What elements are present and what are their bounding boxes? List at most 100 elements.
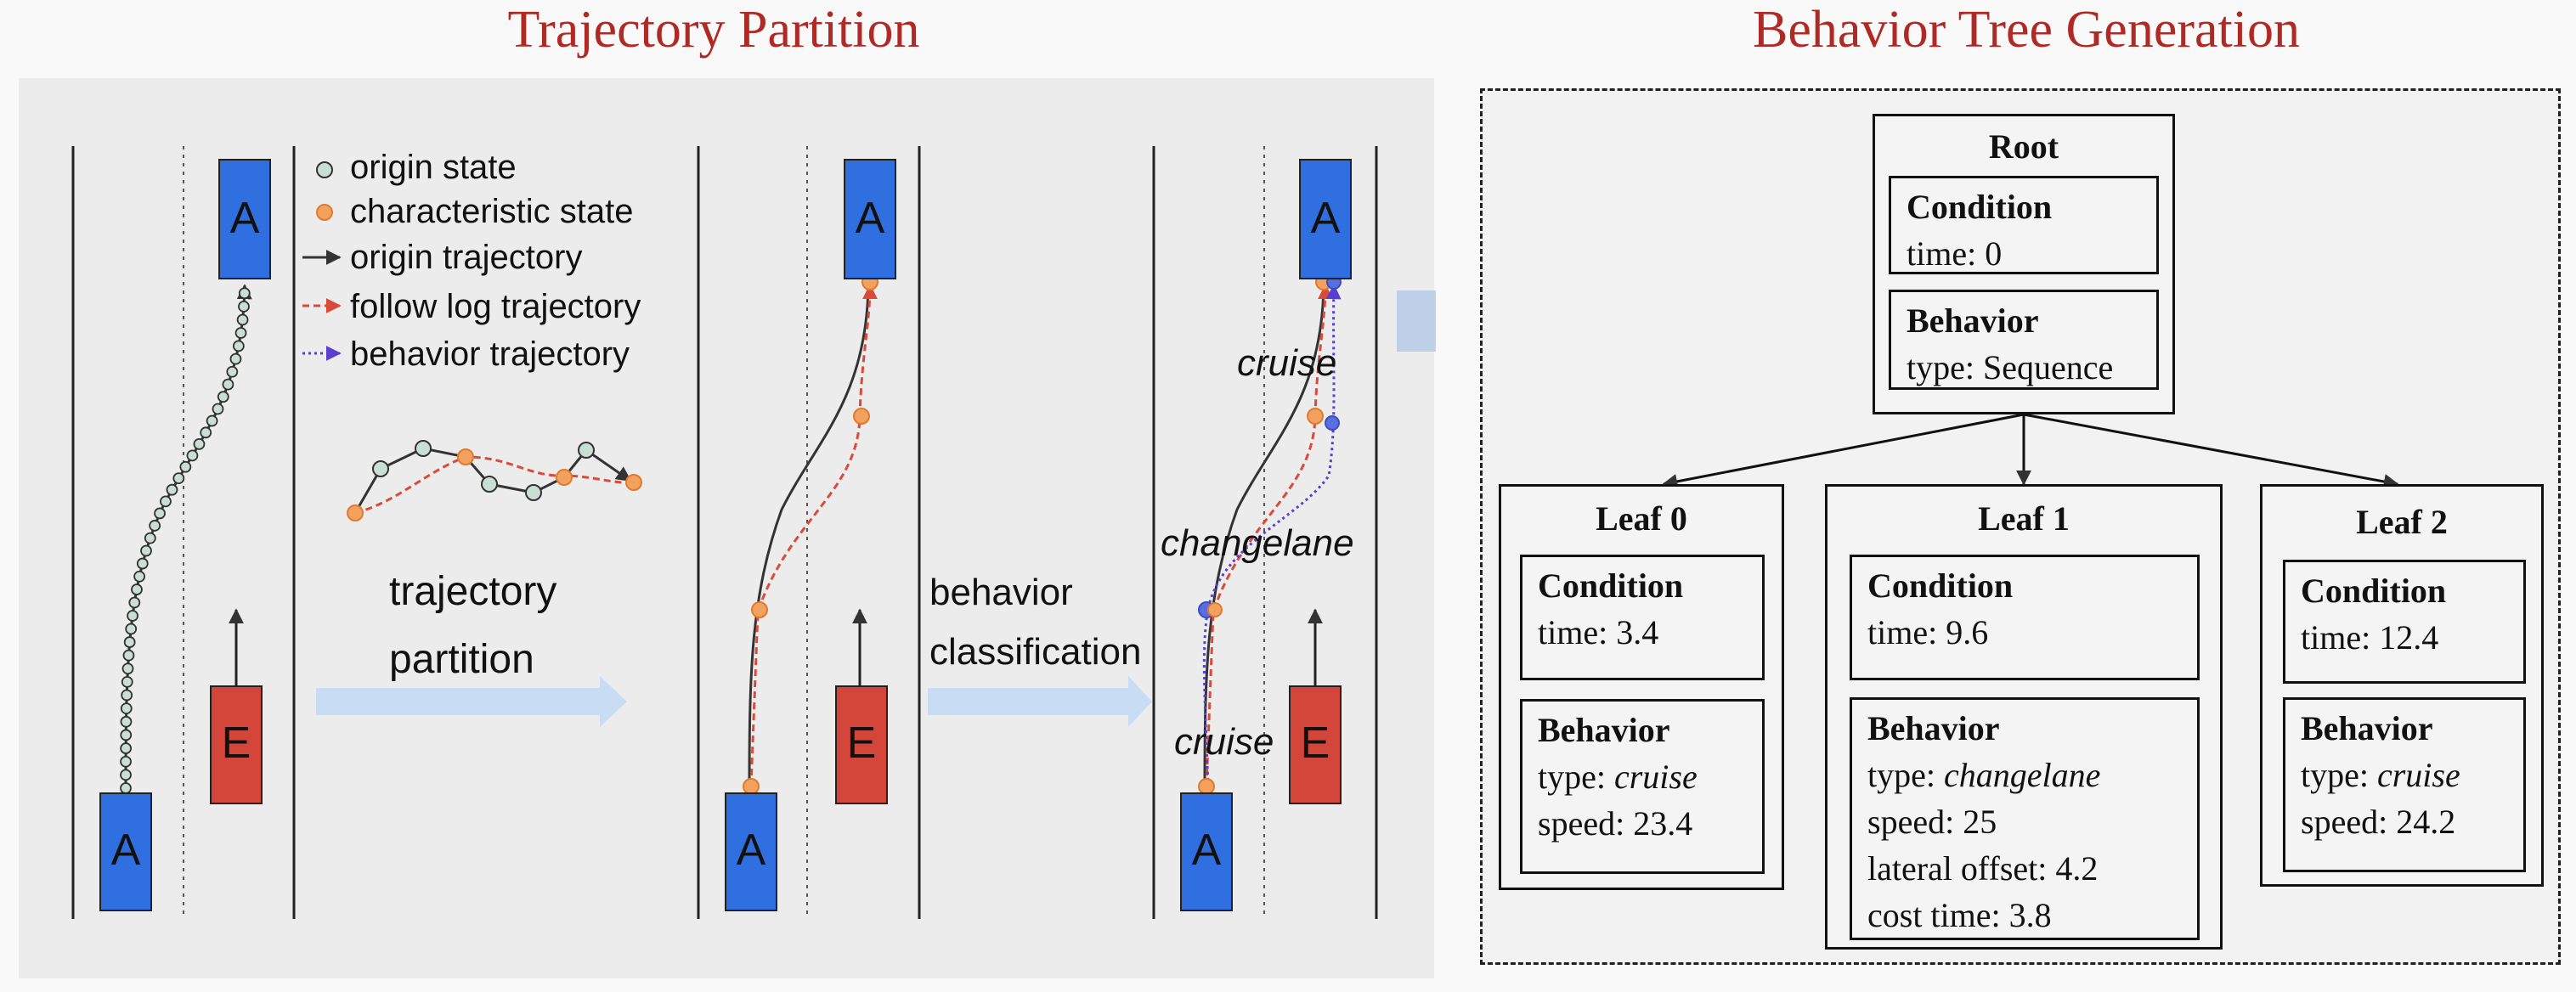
root-behavior-box: Behavior type: Sequence	[1889, 290, 2159, 390]
ego-vehicle: E	[1289, 685, 1342, 804]
origin-state-point	[160, 495, 172, 508]
behavior-heading: Behavior	[1538, 711, 1670, 749]
leaf-0-node: Leaf 0 Condition time: 3.4 Behavior type…	[1499, 484, 1784, 890]
origin-state-point	[120, 742, 133, 754]
trajectory-partition-title: Trajectory Partition	[507, 1, 920, 59]
legend-origin-state-marker	[316, 161, 333, 178]
leaf-2-node: Leaf 2 Condition time: 12.4 Behavior typ…	[2260, 484, 2544, 887]
behavior-speed: speed: 23.4	[1538, 804, 1693, 843]
legend: origin state characteristic state origin…	[302, 149, 641, 373]
svg-text:E: E	[1301, 719, 1330, 768]
step-partition-label-2: partition	[389, 637, 534, 682]
origin-state-point	[120, 702, 133, 715]
legend-origin-trajectory: origin trajectory	[350, 239, 582, 276]
svg-text:A: A	[737, 826, 766, 875]
leaf-1-node: Leaf 1 Condition time: 9.6 Behavior type…	[1825, 484, 2223, 950]
origin-state-point	[179, 460, 192, 473]
behavior-type: type: Sequence	[1907, 348, 2114, 386]
origin-state-point	[238, 287, 251, 300]
origin-state-point	[154, 507, 166, 520]
behavior-type: type: cruise	[2301, 756, 2460, 794]
origin-state-point	[123, 636, 136, 648]
behavior-cost-time: cost time: 3.8	[1867, 896, 2052, 934]
origin-state-points	[120, 287, 251, 794]
leaf-0-title: Leaf 0	[1596, 499, 1687, 538]
origin-state-point	[144, 532, 156, 544]
behavior-label-changelane: changelane	[1161, 522, 1354, 564]
origin-state-point	[217, 391, 229, 403]
behavior-speed: speed: 24.2	[2301, 803, 2456, 841]
origin-state-point	[140, 544, 152, 557]
leaf-2-condition-box: Condition time: 12.4	[2283, 560, 2526, 684]
origin-state-point	[212, 403, 224, 415]
agent-vehicle-goal: A	[218, 159, 271, 279]
characteristic-state-point	[1207, 602, 1223, 617]
partition-illustration	[347, 440, 642, 521]
origin-state-point	[166, 483, 178, 496]
svg-text:A: A	[230, 194, 260, 243]
origin-state-point	[136, 557, 149, 570]
behavior-lateral-offset: lateral offset: 4.2	[1867, 849, 2099, 888]
ego-vehicle: E	[835, 685, 888, 804]
origin-state-point	[226, 365, 239, 378]
origin-trajectory-line	[1203, 285, 1325, 789]
leaf-1-behavior-box: Behavior type: changelane speed: 25 late…	[1850, 697, 2200, 940]
step-partition-label-1: trajectory	[389, 569, 556, 614]
origin-state-point	[128, 596, 141, 609]
behavior-type: type: changelane	[1867, 756, 2101, 794]
leaf-1-condition-box: Condition time: 9.6	[1850, 555, 2200, 680]
svg-text:E: E	[222, 719, 251, 768]
ego-vehicle: E	[210, 685, 263, 804]
leaf-0-behavior-box: Behavior type: cruise speed: 23.4	[1520, 699, 1765, 874]
svg-text:E: E	[847, 719, 877, 768]
partition-step-arrow	[316, 676, 627, 727]
condition-heading: Condition	[1867, 566, 2014, 605]
origin-state-point	[120, 755, 132, 768]
svg-text:A: A	[111, 826, 141, 875]
behavior-label-cruise-top: cruise	[1237, 342, 1336, 384]
behavior-state-point	[1325, 415, 1340, 431]
root-node: Root Condition time: 0 Behavior type: Se…	[1873, 114, 2175, 414]
origin-state-point	[120, 769, 132, 781]
step-classification-label-1: behavior	[929, 572, 1073, 613]
origin-trajectory-line	[748, 285, 870, 789]
behavior-heading: Behavior	[2301, 709, 2433, 747]
agent-vehicle-start: A	[725, 792, 777, 911]
origin-state-point	[172, 472, 185, 485]
origin-state-point	[193, 438, 206, 450]
origin-state-point	[120, 729, 133, 741]
follow-log-trajectory-line	[1205, 284, 1333, 787]
condition-time: time: 12.4	[2301, 618, 2439, 657]
legend-origin-state: origin state	[350, 149, 517, 186]
origin-state-point	[234, 327, 247, 339]
origin-state-point	[238, 301, 250, 313]
condition-time: time: 3.4	[1538, 613, 1659, 651]
origin-state-point	[121, 662, 134, 675]
legend-characteristic-state: characteristic state	[350, 193, 633, 230]
condition-time: time: 0	[1907, 234, 2003, 273]
legend-behavior-trajectory: behavior trajectory	[350, 335, 630, 373]
origin-state-point	[149, 520, 161, 532]
svg-text:A: A	[1192, 826, 1222, 875]
legend-characteristic-marker	[316, 204, 333, 221]
origin-state-point	[236, 313, 249, 326]
origin-state-point	[121, 689, 133, 702]
characteristic-state-point	[1307, 408, 1324, 425]
leaf-2-title: Leaf 2	[2356, 503, 2448, 541]
condition-heading: Condition	[1907, 188, 2053, 226]
svg-text:A: A	[856, 194, 885, 243]
origin-state-point	[127, 610, 138, 622]
origin-state-point	[121, 675, 133, 688]
origin-state-point	[206, 414, 218, 427]
leaf-0-condition-box: Condition time: 3.4	[1520, 555, 1765, 680]
origin-state-point	[200, 426, 212, 439]
condition-heading: Condition	[1538, 566, 1684, 605]
origin-state-point	[122, 649, 135, 662]
condition-time: time: 9.6	[1867, 613, 1989, 651]
agent-vehicle-start: A	[1180, 792, 1233, 911]
root-title: Root	[1988, 127, 2059, 166]
origin-state-point	[222, 378, 234, 391]
characteristic-state-point	[853, 408, 870, 425]
behavior-label-cruise-bottom: cruise	[1174, 721, 1274, 763]
